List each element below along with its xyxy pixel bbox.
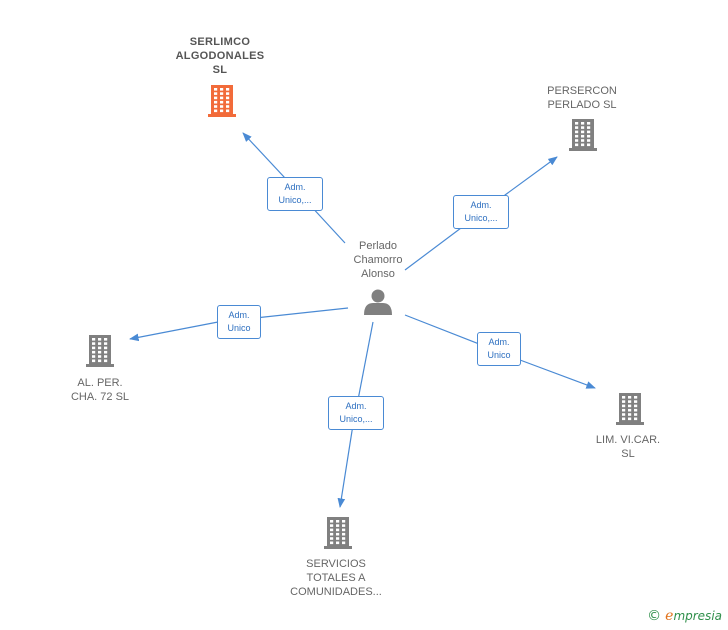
edge-arrow-al-per [129,321,219,342]
node-label-line: COMUNIDADES... [290,586,382,598]
edge-label-line: Unico,... [339,414,373,424]
building-icon[interactable] [208,85,236,117]
edge-label-line: Adm. [470,200,492,210]
edge-arrow-limvicar [519,359,596,389]
edge-label-persercon[interactable]: Adm. Unico,... [453,195,509,229]
node-label-line: TOTALES A [306,572,366,584]
brand-logo: ©empresia [647,608,722,624]
edge-label-serlimco[interactable]: Adm. Unico,... [267,177,323,211]
node-label-line: LIM. VI.CAR. [595,434,661,446]
edge-label-line: Adm. [284,182,306,192]
edge-label-line: Adm. [488,337,510,347]
node-label-line: SL [212,64,228,76]
node-label-line: SERVICIOS [306,558,366,570]
node-label-line: PERSERCON [547,85,617,97]
node-label-line: Alonso [361,268,395,280]
person-icon[interactable] [364,289,392,316]
node-label-line: CHA. 72 SL [70,391,130,403]
edge-label-al-per[interactable]: Adm. Unico [217,305,261,339]
edge-label-line: Unico [487,350,511,360]
node-label-servicios[interactable]: SERVICIOS TOTALES A COMUNIDADES... [271,557,401,599]
edge-label-line: Adm. [228,310,250,320]
node-label-serlimco[interactable]: SERLIMCO ALGODONALES SL [155,35,285,77]
edge-label-limvicar[interactable]: Adm. Unico [477,332,521,366]
edge-label-line: Adm. [345,401,367,411]
node-label-line: PERLADO SL [547,99,617,111]
copyright-icon: © [647,608,662,624]
building-icon[interactable] [324,517,352,549]
edge-arrow-servicios [337,430,353,508]
node-label-line: SERLIMCO [189,36,251,48]
node-label-line: ALGODONALES [175,50,265,62]
edge-arrow-persercon [504,156,558,196]
edge-label-servicios[interactable]: Adm. Unico,... [328,396,384,430]
node-label-al-per[interactable]: AL. PER. CHA. 72 SL [35,376,165,404]
edge-label-line: Unico [227,323,251,333]
building-icon[interactable] [86,335,114,367]
node-label-line: Perlado [359,240,397,252]
edge-label-line: Unico,... [464,213,498,223]
edge-arrow-serlimco [242,132,286,179]
node-label-line: SL [621,448,635,460]
building-icon[interactable] [616,393,644,425]
node-label-line: Chamorro [353,254,403,266]
node-label-line: AL. PER. [77,377,123,389]
node-label-persercon[interactable]: PERSERCON PERLADO SL [517,84,647,112]
edge-label-line: Unico,... [278,195,312,205]
building-icon[interactable] [569,119,597,151]
node-label-limvicar[interactable]: LIM. VI.CAR. SL [563,433,693,461]
